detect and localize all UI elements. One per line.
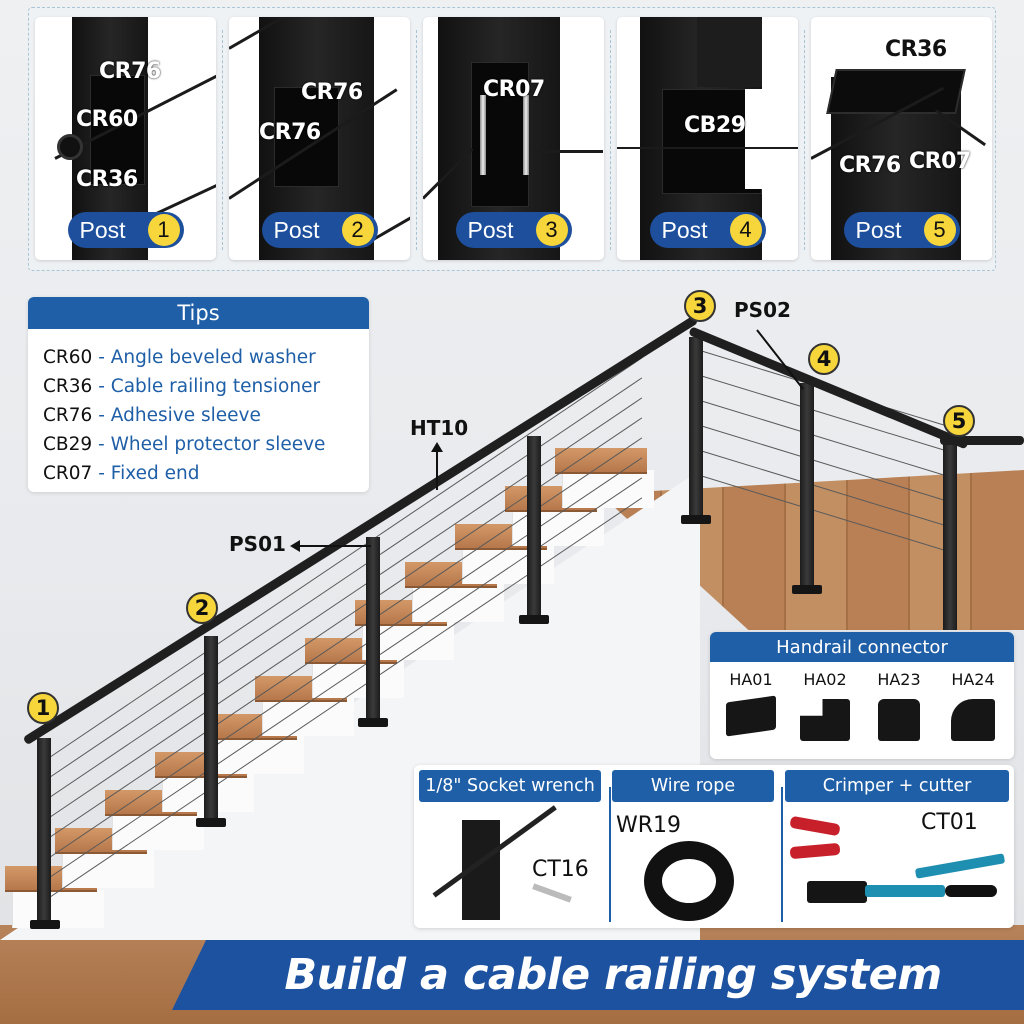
tip-item: CR76 - Adhesive sleeve: [43, 405, 261, 426]
post-1: [37, 738, 51, 923]
post-badge-5: Post 5: [843, 212, 960, 248]
tip-item: CB29 - Wheel protector sleeve: [43, 434, 326, 455]
tensioner-icon: [57, 134, 83, 160]
connector-item: HA02: [789, 670, 861, 741]
post-card-4: CB29 Post 4: [617, 17, 798, 260]
swivel-connector-icon: [951, 699, 995, 741]
tool-title: 1/8" Socket wrench: [419, 770, 601, 802]
tips-panel: Tips CR60 - Angle beveled washer CR36 - …: [28, 297, 369, 492]
post-5: [943, 440, 957, 630]
cutter-handle-icon: [789, 842, 841, 860]
tools-panel: 1/8" Socket wrench CT16 Wire rope WR19 C…: [414, 765, 1014, 928]
t-key-icon: [532, 883, 572, 903]
crimper-body-icon: [865, 885, 945, 897]
tool-title: Wire rope: [612, 770, 774, 802]
part-label: CR36: [885, 37, 947, 62]
post-badge-label: Post: [79, 216, 126, 243]
post-stair: [366, 537, 380, 722]
part-label: CR07: [909, 149, 971, 174]
part-label: CR07: [483, 77, 545, 102]
part-label: CR76: [839, 153, 901, 178]
post-3: [689, 337, 703, 520]
hinge-connector-icon: [878, 699, 920, 741]
post-number-badge: 2: [341, 214, 374, 246]
cutter-handle-icon: [789, 815, 841, 837]
crimper-head-icon: [807, 881, 867, 903]
post-marker-3: 3: [684, 290, 716, 322]
part-label: CR60: [76, 107, 138, 132]
post-card-3: CR07 Post 3: [423, 17, 604, 260]
post-badge-label: Post: [273, 216, 320, 243]
post-number-badge: 4: [729, 214, 762, 246]
banner-title: Build a cable railing system: [284, 950, 942, 1000]
post-4: [800, 383, 814, 588]
tool-wire-rope: Wire rope WR19: [612, 765, 780, 928]
connector-item: HA23: [863, 670, 935, 741]
crimper-lever-icon: [914, 853, 1006, 879]
tool-code: CT01: [921, 810, 978, 835]
post-stair: [527, 436, 541, 621]
tip-item: CR60 - Angle beveled washer: [43, 347, 316, 368]
arrow-up-icon: [431, 442, 443, 452]
post-badge-label: Post: [661, 216, 708, 243]
tool-title: Crimper + cutter: [785, 770, 1009, 802]
divider: [416, 30, 417, 250]
post-badge-2: Post 2: [261, 212, 378, 248]
l-connector-icon: [800, 699, 850, 741]
tool-code: CT16: [532, 857, 589, 882]
post-badge-label: Post: [855, 216, 902, 243]
wire-coil-icon: [644, 841, 734, 921]
post-number-badge: 1: [147, 214, 180, 246]
post-marker-5: 5: [943, 405, 975, 437]
post-marker-1: 1: [27, 692, 59, 724]
connector-title: Handrail connector: [710, 632, 1014, 662]
callout-stair-post: PS01: [229, 532, 286, 556]
tip-item: CR07 - Fixed end: [43, 463, 200, 484]
post-card-2: CR76 CR76 Post 2: [229, 17, 410, 260]
connector-item: HA01: [715, 670, 787, 741]
post-marker-2: 2: [186, 592, 218, 624]
post-badge-label: Post: [467, 216, 514, 243]
crimper-grip-icon: [945, 885, 997, 897]
tool-crimper-cutter: Crimper + cutter CT01: [785, 765, 1014, 928]
tip-item: CR36 - Cable railing tensioner: [43, 376, 321, 397]
title-banner: Build a cable railing system: [172, 940, 1024, 1010]
post-card-1: CR76 CR60 CR36 Post 1: [35, 17, 216, 260]
part-label: CR36: [76, 167, 138, 192]
divider: [222, 30, 223, 250]
callout-landing-post: PS02: [734, 298, 791, 322]
divider: [610, 30, 611, 250]
handrail-connector-panel: Handrail connector HA01 HA02 HA23 HA24: [710, 632, 1014, 759]
straight-connector-icon: [726, 695, 776, 737]
post-badge-1: Post 1: [67, 212, 184, 248]
connector-item: HA24: [937, 670, 1009, 741]
post-card-5: CR36 CR76 CR07 Post 5: [811, 17, 992, 260]
post-marker-4: 4: [808, 343, 840, 375]
post-number-badge: 5: [923, 214, 956, 246]
part-label: CR76: [99, 59, 161, 84]
part-label: CR76: [259, 120, 321, 145]
callout-handrail: HT10: [410, 416, 469, 440]
post-number-badge: 3: [535, 214, 568, 246]
post-badge-4: Post 4: [649, 212, 766, 248]
post-stair: [204, 636, 218, 821]
tool-socket-wrench: 1/8" Socket wrench CT16: [414, 765, 606, 928]
handrail-top: [940, 436, 1024, 445]
arrow-left-icon: [290, 540, 300, 552]
tool-code: WR19: [616, 813, 682, 838]
divider: [804, 30, 805, 250]
tips-title: Tips: [28, 297, 369, 329]
part-label: CB29: [684, 113, 746, 138]
part-label: CR76: [301, 80, 363, 105]
post-badge-3: Post 3: [455, 212, 572, 248]
